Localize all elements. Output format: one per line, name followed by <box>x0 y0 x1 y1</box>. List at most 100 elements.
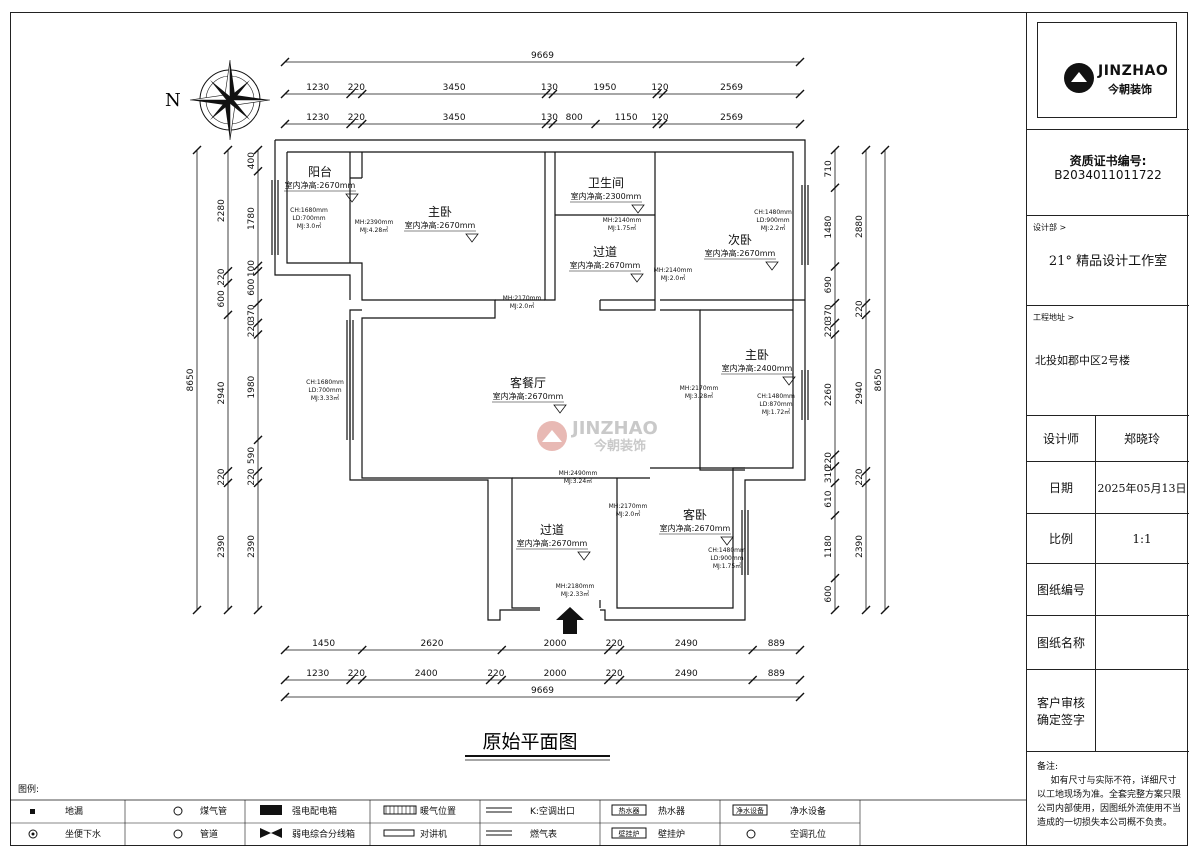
dim-label: 2490 <box>675 639 698 649</box>
room-spec-6: LD:700mm <box>308 387 341 394</box>
legend-title: 图例: <box>18 783 39 795</box>
room-name-8: 客卧 <box>683 507 707 522</box>
dim-label: 610 <box>824 490 834 507</box>
legend-label: 坐便下水 <box>65 828 101 840</box>
dim-label: 1150 <box>615 113 638 123</box>
legend-label: 管道 <box>200 828 218 840</box>
window-0 <box>271 180 279 255</box>
dim-label: 889 <box>768 639 785 649</box>
legend-item-9: 弱电综合分线箱 <box>260 828 355 840</box>
date-label: 日期 <box>1027 462 1096 513</box>
room-labels: 阳台室内净高:2670mm主卧室内净高:2670mm卫生间室内净高:2300mm… <box>284 164 796 598</box>
room-name-0: 阳台 <box>308 164 332 179</box>
compass <box>189 59 271 141</box>
dim-label: 1180 <box>824 535 834 558</box>
room-name-1: 主卧 <box>428 205 452 219</box>
drawing-title: 原始平面图 <box>482 731 577 753</box>
legend-label: 暖气位置 <box>420 805 456 817</box>
dim-label: 600 <box>247 278 257 295</box>
room-height-7: 室内净高:2670mm <box>517 538 588 548</box>
room-name-4: 次卧 <box>728 233 752 247</box>
legend-item-7: 坐便下水 <box>28 828 101 840</box>
room-spec-1: MH:2390mm <box>355 219 394 226</box>
room-name-2: 卫生间 <box>588 176 624 190</box>
room-spec-5: MJ:2.0㎡ <box>661 274 686 282</box>
note-text: 如有尺寸与实际不符，详细尺寸以工地现场为准。全套完整方案只限公司内部使用，因图纸… <box>1037 776 1182 828</box>
window-4 <box>741 510 749 575</box>
dim-label: 220 <box>824 452 834 469</box>
room-spec-6: MJ:3.33㎡ <box>311 394 339 402</box>
company-logo-icon <box>1064 63 1094 93</box>
logo-box: JINZHAO 今朝装饰 <box>1037 22 1177 118</box>
window-2 <box>801 185 809 265</box>
room-spec-1: MJ:4.28㎡ <box>360 226 388 234</box>
dim-label: 590 <box>247 447 257 464</box>
legend-item-2: 强电配电箱 <box>260 805 337 817</box>
drawing-no-row: 图纸编号 <box>1027 564 1189 616</box>
drawing-name-value <box>1095 616 1189 669</box>
legend-item-1: 煤气管 <box>173 805 227 817</box>
wall-2 <box>349 152 363 263</box>
legend-item-12: 壁挂炉壁挂炉 <box>611 827 685 840</box>
walls <box>271 139 809 621</box>
legend-item-3: 暖气位置 <box>383 805 456 817</box>
room-spec-9: MJ:3.24㎡ <box>564 477 592 485</box>
legend-badge: 净水设备 <box>736 806 764 815</box>
room-spec-12: MH:2180mm <box>556 583 595 590</box>
room-spec-5: MH:2140mm <box>654 267 693 274</box>
dim-label: 220 <box>855 300 865 317</box>
dim-label: 8650 <box>874 368 884 391</box>
logo-cn: 今朝装饰 <box>1108 83 1152 96</box>
dim-label: 1230 <box>306 669 329 679</box>
room-spec-3: LD:900mm <box>756 217 789 224</box>
room-name-5: 主卧 <box>745 348 769 362</box>
legend-item-0: 地漏 <box>30 805 83 817</box>
note-cell: 备注: 如有尺寸与实际不符，详细尺寸以工地现场为准。全套完整方案只限公司内部使用… <box>1027 752 1189 844</box>
wall-3 <box>544 152 656 311</box>
dim-label: 2880 <box>855 215 865 238</box>
dim-label: 370 <box>247 304 257 321</box>
dim-label: 1230 <box>306 83 329 93</box>
room-name-6: 客餐厅 <box>510 375 546 390</box>
dim-label: 2390 <box>217 535 227 558</box>
legend-label: 空调孔位 <box>790 828 826 840</box>
dim-label: 2390 <box>247 535 257 558</box>
room-spec-4: MH:2170mm <box>503 295 542 302</box>
title-block: JINZHAO 今朝装饰 资质证书编号: B2034011011722 设计部 … <box>1026 12 1189 846</box>
dim-label: 1480 <box>824 215 834 238</box>
dim-label: 220 <box>348 669 365 679</box>
client-row: 客户审核 确定签字 <box>1027 670 1189 752</box>
legend-item-4: K:空调出口 <box>486 805 575 817</box>
dim-label: 1450 <box>312 639 335 649</box>
client-label: 客户审核 确定签字 <box>1027 670 1096 751</box>
dim-label: 220 <box>217 468 227 485</box>
dim-label: 710 <box>824 160 834 177</box>
dim-label: 2280 <box>217 199 227 222</box>
logo-cell: JINZHAO 今朝装饰 <box>1027 12 1189 130</box>
legend-item-11: 燃气表 <box>486 828 557 840</box>
logo-en: JINZHAO <box>1098 63 1169 79</box>
dim-label: 1780 <box>247 207 257 230</box>
window-3 <box>801 370 809 420</box>
legend-item-8: 管道 <box>173 828 218 840</box>
note-title: 备注: <box>1037 762 1059 772</box>
client-label-1: 客户审核 <box>1036 695 1085 710</box>
room-spec-0: CH:1680mm <box>290 207 328 214</box>
drawing-no-label: 图纸编号 <box>1027 564 1096 615</box>
dim-label: 2940 <box>855 381 865 404</box>
room-height-5: 室内净高:2400mm <box>722 363 793 373</box>
room-spec-6: CH:1680mm <box>306 379 344 386</box>
dim-label: 130 <box>541 83 558 93</box>
wall-7 <box>512 467 745 479</box>
legend-label: 地漏 <box>65 805 83 817</box>
legend-label: 对讲机 <box>420 828 447 840</box>
designer-label: 设计师 <box>1027 416 1096 461</box>
dim-label: 2569 <box>720 113 743 123</box>
dim-label: 400 <box>247 152 257 169</box>
room-spec-10: MJ:2.0㎡ <box>616 510 641 518</box>
client-signature[interactable] <box>1095 670 1189 751</box>
room-spec-3: CH:1480mm <box>754 209 792 216</box>
dim-label: 310 <box>824 466 834 483</box>
